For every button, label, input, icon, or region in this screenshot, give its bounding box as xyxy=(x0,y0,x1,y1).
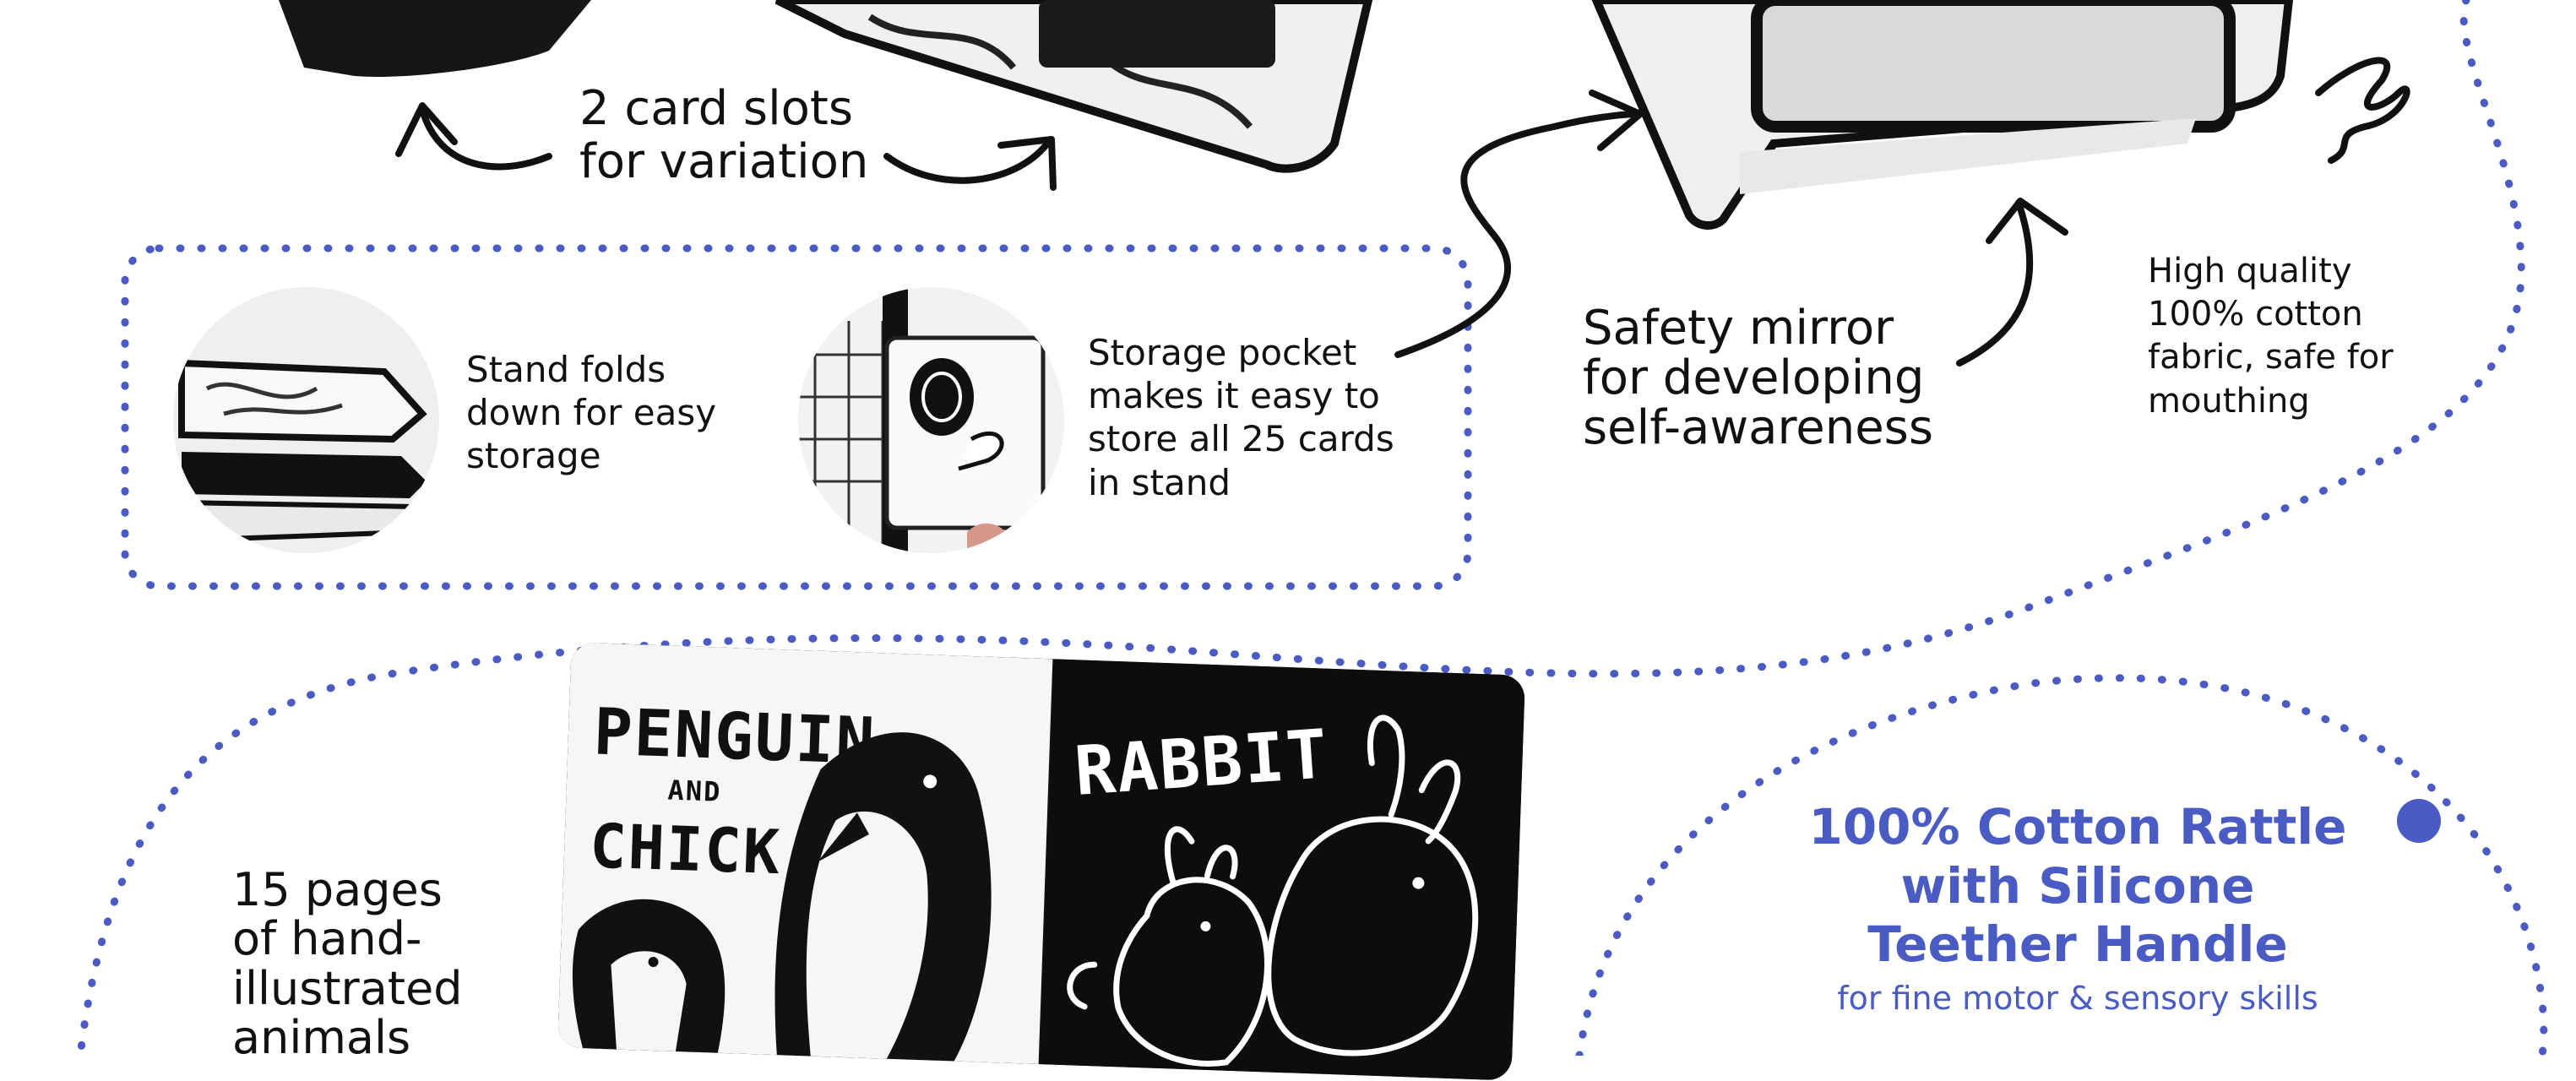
rattle-feature-title: 100% Cotton Rattle with Silicone Teether… xyxy=(1808,798,2347,974)
stand-folded-photo xyxy=(173,287,439,553)
dotted-wave-right xyxy=(76,0,2525,1056)
card-slots-caption: 2 card slots for variation xyxy=(579,81,869,189)
arrow-safety-mirror xyxy=(1956,199,2034,367)
rabbit-art xyxy=(1067,714,1479,1067)
chick-title: CHICK xyxy=(588,810,783,888)
features-dotted-frame xyxy=(121,244,1472,590)
penguin-and: AND xyxy=(667,774,723,808)
arrow-card-slots-left xyxy=(419,106,552,171)
arrow-storage-pocket xyxy=(1394,111,1642,358)
penguin-art xyxy=(572,732,992,1062)
rattle-dot xyxy=(2397,799,2441,843)
open-book-illustration: PENGUIN AND CHICK RABBIT xyxy=(557,642,1526,1081)
safety-mirror-caption: Safety mirror for developing self-awaren… xyxy=(1583,301,1934,455)
storage-pocket-photo xyxy=(798,287,1064,553)
pages-caption: 15 pages of hand- illustrated animals xyxy=(232,863,463,1064)
decorations-layer xyxy=(76,0,2548,1056)
penguin-title: PENGUIN xyxy=(592,693,878,780)
stand-folds-caption: Stand folds down for easy storage xyxy=(466,349,717,477)
squiggle-doodle xyxy=(2315,57,2410,164)
arrow-card-slots-right xyxy=(883,140,1051,184)
cotton-fabric-caption: High quality 100% cotton fabric, safe fo… xyxy=(2148,252,2394,421)
stand-left-illustration xyxy=(279,0,591,77)
storage-pocket-caption: Storage pocket makes it easy to store al… xyxy=(1088,332,1394,503)
rattle-feature-subtitle: for fine motor & sensory skills xyxy=(1837,980,2318,1017)
rattle-dotted-ring xyxy=(1575,674,2548,1056)
